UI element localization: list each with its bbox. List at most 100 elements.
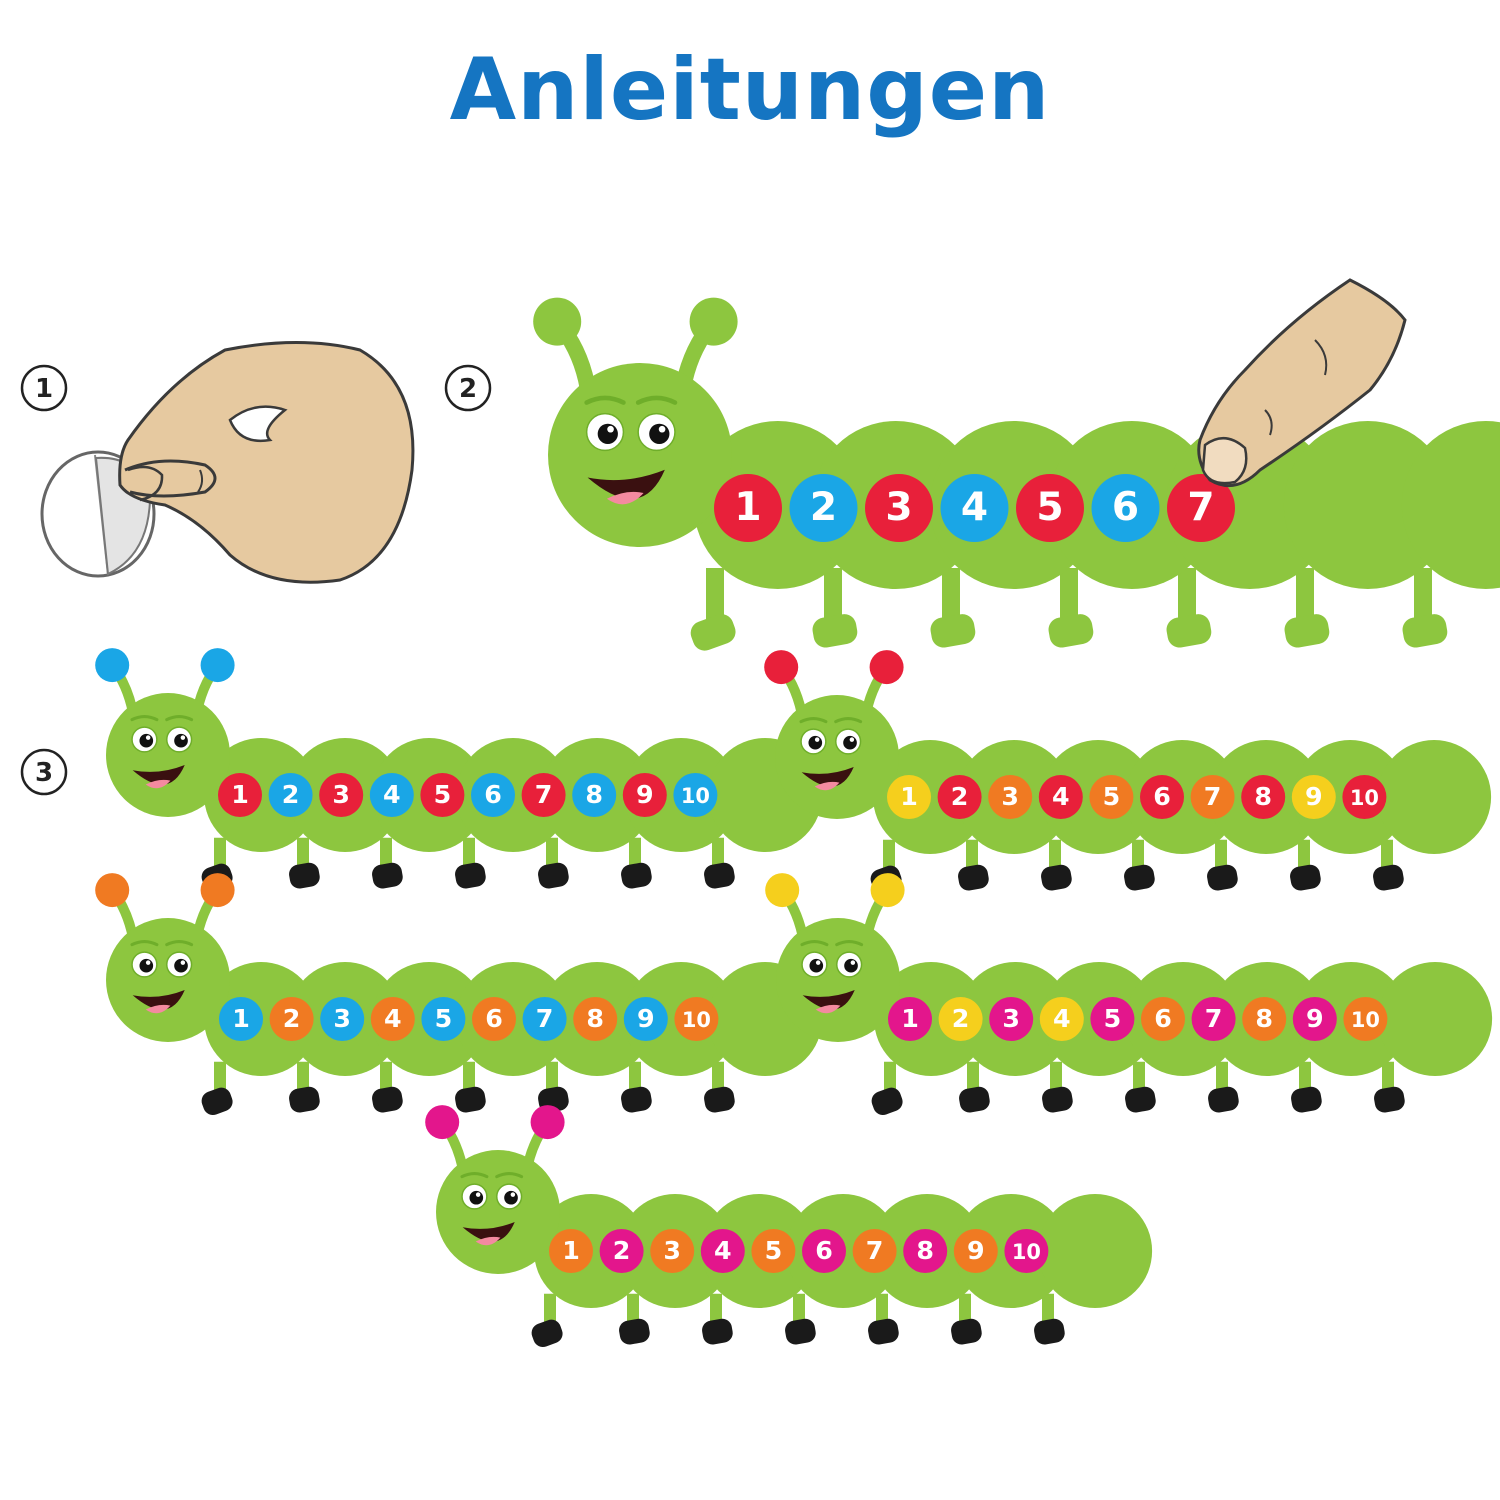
number-label: 6 [1112, 485, 1139, 530]
antenna-ball [689, 297, 738, 346]
mouth [462, 1221, 515, 1242]
number-sticker: 3 [988, 775, 1033, 819]
number-dot [938, 997, 983, 1041]
number-sticker: 7 [1191, 997, 1236, 1041]
feet [690, 568, 1448, 651]
number-label: 10 [1351, 1008, 1380, 1032]
eyebrow [584, 395, 626, 405]
number-label: 1 [901, 1004, 919, 1033]
antenna-ball [764, 650, 799, 685]
leg [967, 1061, 979, 1092]
number-dot [674, 997, 719, 1041]
foot [704, 862, 735, 889]
number-sticker: 3 [320, 997, 365, 1041]
number-label: 5 [434, 780, 452, 809]
foot [1124, 864, 1155, 891]
leg [1414, 568, 1432, 620]
number-dot [714, 474, 782, 542]
leg [1042, 1293, 1054, 1324]
foot [455, 1086, 486, 1113]
number-sticker: 2 [938, 997, 983, 1041]
foot [1374, 1086, 1405, 1113]
caterpillar-head [106, 693, 230, 817]
number-sticker: 4 [1039, 997, 1084, 1041]
number-label: 1 [232, 1004, 250, 1033]
number-dot [471, 773, 515, 817]
foot [289, 862, 320, 889]
body-segment [1038, 1194, 1153, 1308]
caterpillar-head [548, 363, 732, 547]
step-2: 2 [444, 364, 492, 412]
foot [1207, 864, 1238, 891]
number-sticker: 5 [1089, 775, 1134, 819]
eye-pupil [808, 735, 823, 750]
number-dot [802, 1229, 846, 1273]
eyebrow [165, 940, 194, 947]
number-dot [1241, 775, 1286, 819]
number-label: 6 [485, 1004, 503, 1033]
number-dot [1291, 775, 1336, 819]
antenna-ball [533, 297, 582, 346]
leg [463, 1061, 475, 1092]
eyebrow [495, 1172, 524, 1179]
number-dot [1038, 775, 1083, 819]
number-sticker: 5 [751, 1229, 796, 1273]
mouth [587, 469, 665, 499]
number-sticker: 9 [623, 997, 668, 1041]
number-dot [1039, 997, 1084, 1041]
leg [1216, 1061, 1228, 1092]
number-label: 6 [815, 1236, 833, 1265]
foot [531, 1319, 563, 1348]
number-sticker: 5 [421, 997, 466, 1041]
number-dot [1004, 1229, 1049, 1273]
number-sticker: 5 [420, 773, 465, 817]
antenna-ball [765, 873, 800, 908]
leg [1296, 568, 1314, 620]
leg [793, 1293, 805, 1324]
number-dot [573, 997, 618, 1041]
step-number: 3 [35, 758, 53, 788]
feet [871, 1061, 1405, 1116]
foot [1166, 614, 1212, 648]
number-dot [549, 1229, 593, 1273]
antenna-ball [95, 648, 130, 683]
leg [884, 1061, 896, 1092]
eye-pupil [139, 733, 154, 748]
foot [871, 1087, 903, 1116]
eyebrow [799, 717, 828, 724]
number-label: 9 [967, 1236, 985, 1265]
number-sticker: 5 [1090, 997, 1135, 1041]
foot [1290, 864, 1321, 891]
number-sticker: 1 [887, 775, 931, 819]
leg [712, 1061, 724, 1092]
number-label: 4 [384, 1004, 402, 1033]
tongue [606, 491, 644, 505]
leg [706, 568, 724, 620]
antenna-ball [870, 873, 905, 908]
number-dot [1190, 775, 1235, 819]
number-sticker: 2 [599, 1229, 644, 1273]
leg [876, 1293, 888, 1324]
leg [1299, 1061, 1311, 1092]
number-label: 2 [952, 1004, 970, 1033]
number-dot [903, 1229, 948, 1273]
number-sticker: 6 [1140, 775, 1184, 819]
leg [883, 839, 895, 870]
number-label: 2 [613, 1236, 631, 1265]
number-dot [521, 773, 566, 817]
leg [710, 1293, 722, 1324]
number-label: 2 [951, 782, 969, 811]
eye-shine [815, 960, 821, 965]
feet [201, 1061, 735, 1116]
number-sticker: 3 [989, 997, 1034, 1041]
eye-pupil [597, 423, 618, 444]
page-title: Anleitungen [449, 40, 1051, 140]
number-dot [1191, 997, 1236, 1041]
number-dot [622, 773, 667, 817]
leg [214, 1061, 226, 1092]
number-dot [1292, 997, 1337, 1041]
number-sticker: 6 [1091, 474, 1160, 542]
